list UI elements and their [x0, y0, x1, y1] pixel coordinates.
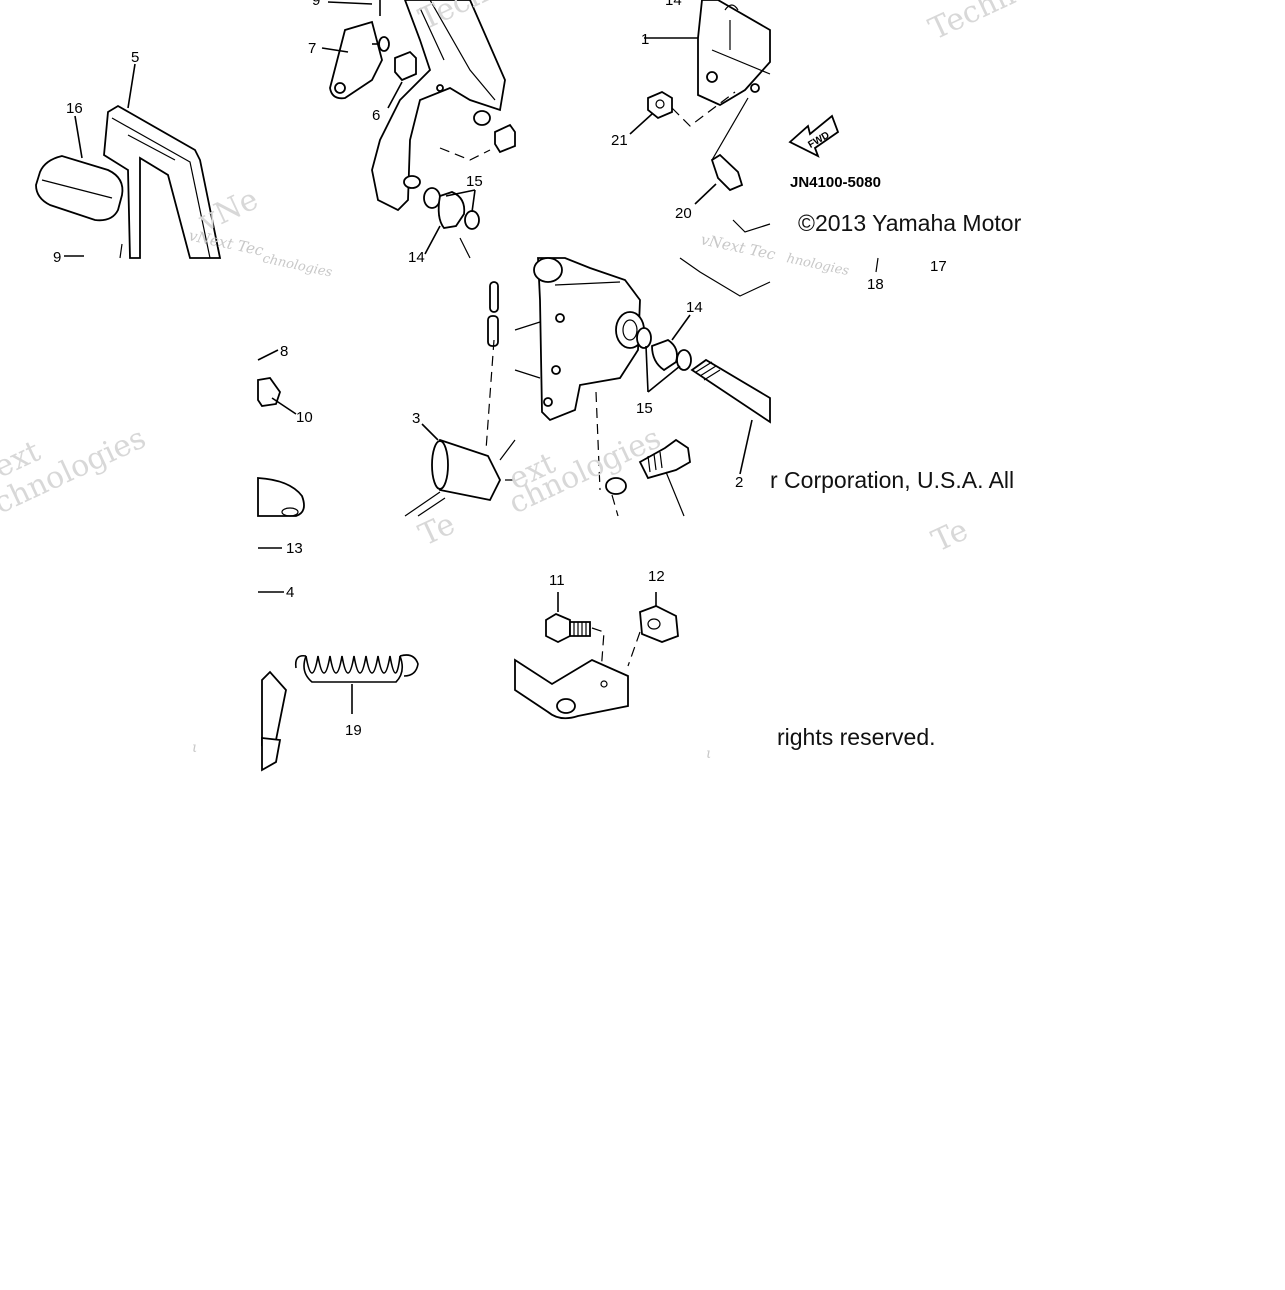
callout-3: 3	[412, 410, 420, 427]
watermark-3: chnologies	[261, 251, 334, 280]
tile-bottom-middle	[514, 592, 679, 720]
spring	[294, 654, 419, 683]
reference-code: JN4100-5080	[790, 174, 881, 191]
callout-15-mid: 15	[636, 400, 653, 417]
callout-8: 8	[280, 343, 288, 360]
pedal-arm	[103, 104, 222, 259]
callout-15-top: 15	[466, 173, 483, 190]
tile-top-middle	[321, 0, 516, 259]
bolt	[638, 438, 691, 480]
callout-17: 17	[930, 258, 947, 275]
tile-top-right	[629, 0, 771, 233]
watermark-5: Techno	[924, 0, 1038, 47]
callout-9-top: 9	[312, 0, 320, 9]
tile-middle	[404, 257, 771, 517]
callout-2: 2	[735, 474, 743, 491]
callout-13: 13	[286, 540, 303, 557]
callout-20: 20	[675, 205, 692, 222]
pedal-lever	[371, 0, 506, 212]
tile-middle-left	[257, 349, 305, 517]
copyright-line-1: ©2013 Yamaha Motor	[798, 210, 1022, 236]
watermark-7: hnologies	[785, 251, 850, 279]
watermark-15: ι	[192, 740, 198, 756]
callout-7: 7	[308, 40, 316, 57]
callout-5: 5	[131, 49, 139, 66]
tile-top-left	[35, 63, 222, 259]
callout-19: 19	[345, 722, 362, 739]
bracket	[329, 20, 383, 100]
copyright-line-2: r Corporation, U.S.A. All	[770, 467, 1015, 493]
watermark-6: vNext Tec	[699, 230, 778, 264]
bolt-11	[545, 612, 571, 644]
tile-far-right-top: FWD	[679, 114, 879, 297]
callout-4: 4	[286, 584, 294, 601]
callout-6: 6	[372, 107, 380, 124]
callout-14-corner: 14	[665, 0, 682, 9]
callout-9-left: 9	[53, 249, 61, 266]
callout-21: 21	[611, 132, 628, 149]
pedal-pad	[35, 155, 124, 222]
callout-1: 1	[641, 31, 649, 48]
callout-14-mid: 14	[686, 299, 703, 316]
fwd-arrow-icon	[788, 114, 840, 158]
callout-11: 11	[549, 572, 565, 589]
callout-18: 18	[867, 276, 884, 293]
watermarks: Techno vNext Tec chnologies vNe Techno v…	[0, 0, 1037, 762]
copyright-line-3: rights reserved.	[777, 724, 936, 750]
callout-10: 10	[296, 409, 313, 426]
watermark-16: ι	[706, 746, 712, 762]
callout-labels: 5 16 7 9 6 15 14 1 21 20 9 14 8 10 3 14 …	[53, 0, 947, 739]
callout-14-top: 14	[408, 249, 425, 266]
callout-16: 16	[66, 100, 83, 117]
pivot-bracket	[537, 257, 641, 422]
rod	[690, 358, 771, 424]
callout-12: 12	[648, 568, 665, 585]
nut	[647, 90, 673, 120]
nut-12	[639, 605, 679, 643]
tile-bottom-left	[258, 547, 419, 772]
lower-bracket	[514, 658, 629, 720]
